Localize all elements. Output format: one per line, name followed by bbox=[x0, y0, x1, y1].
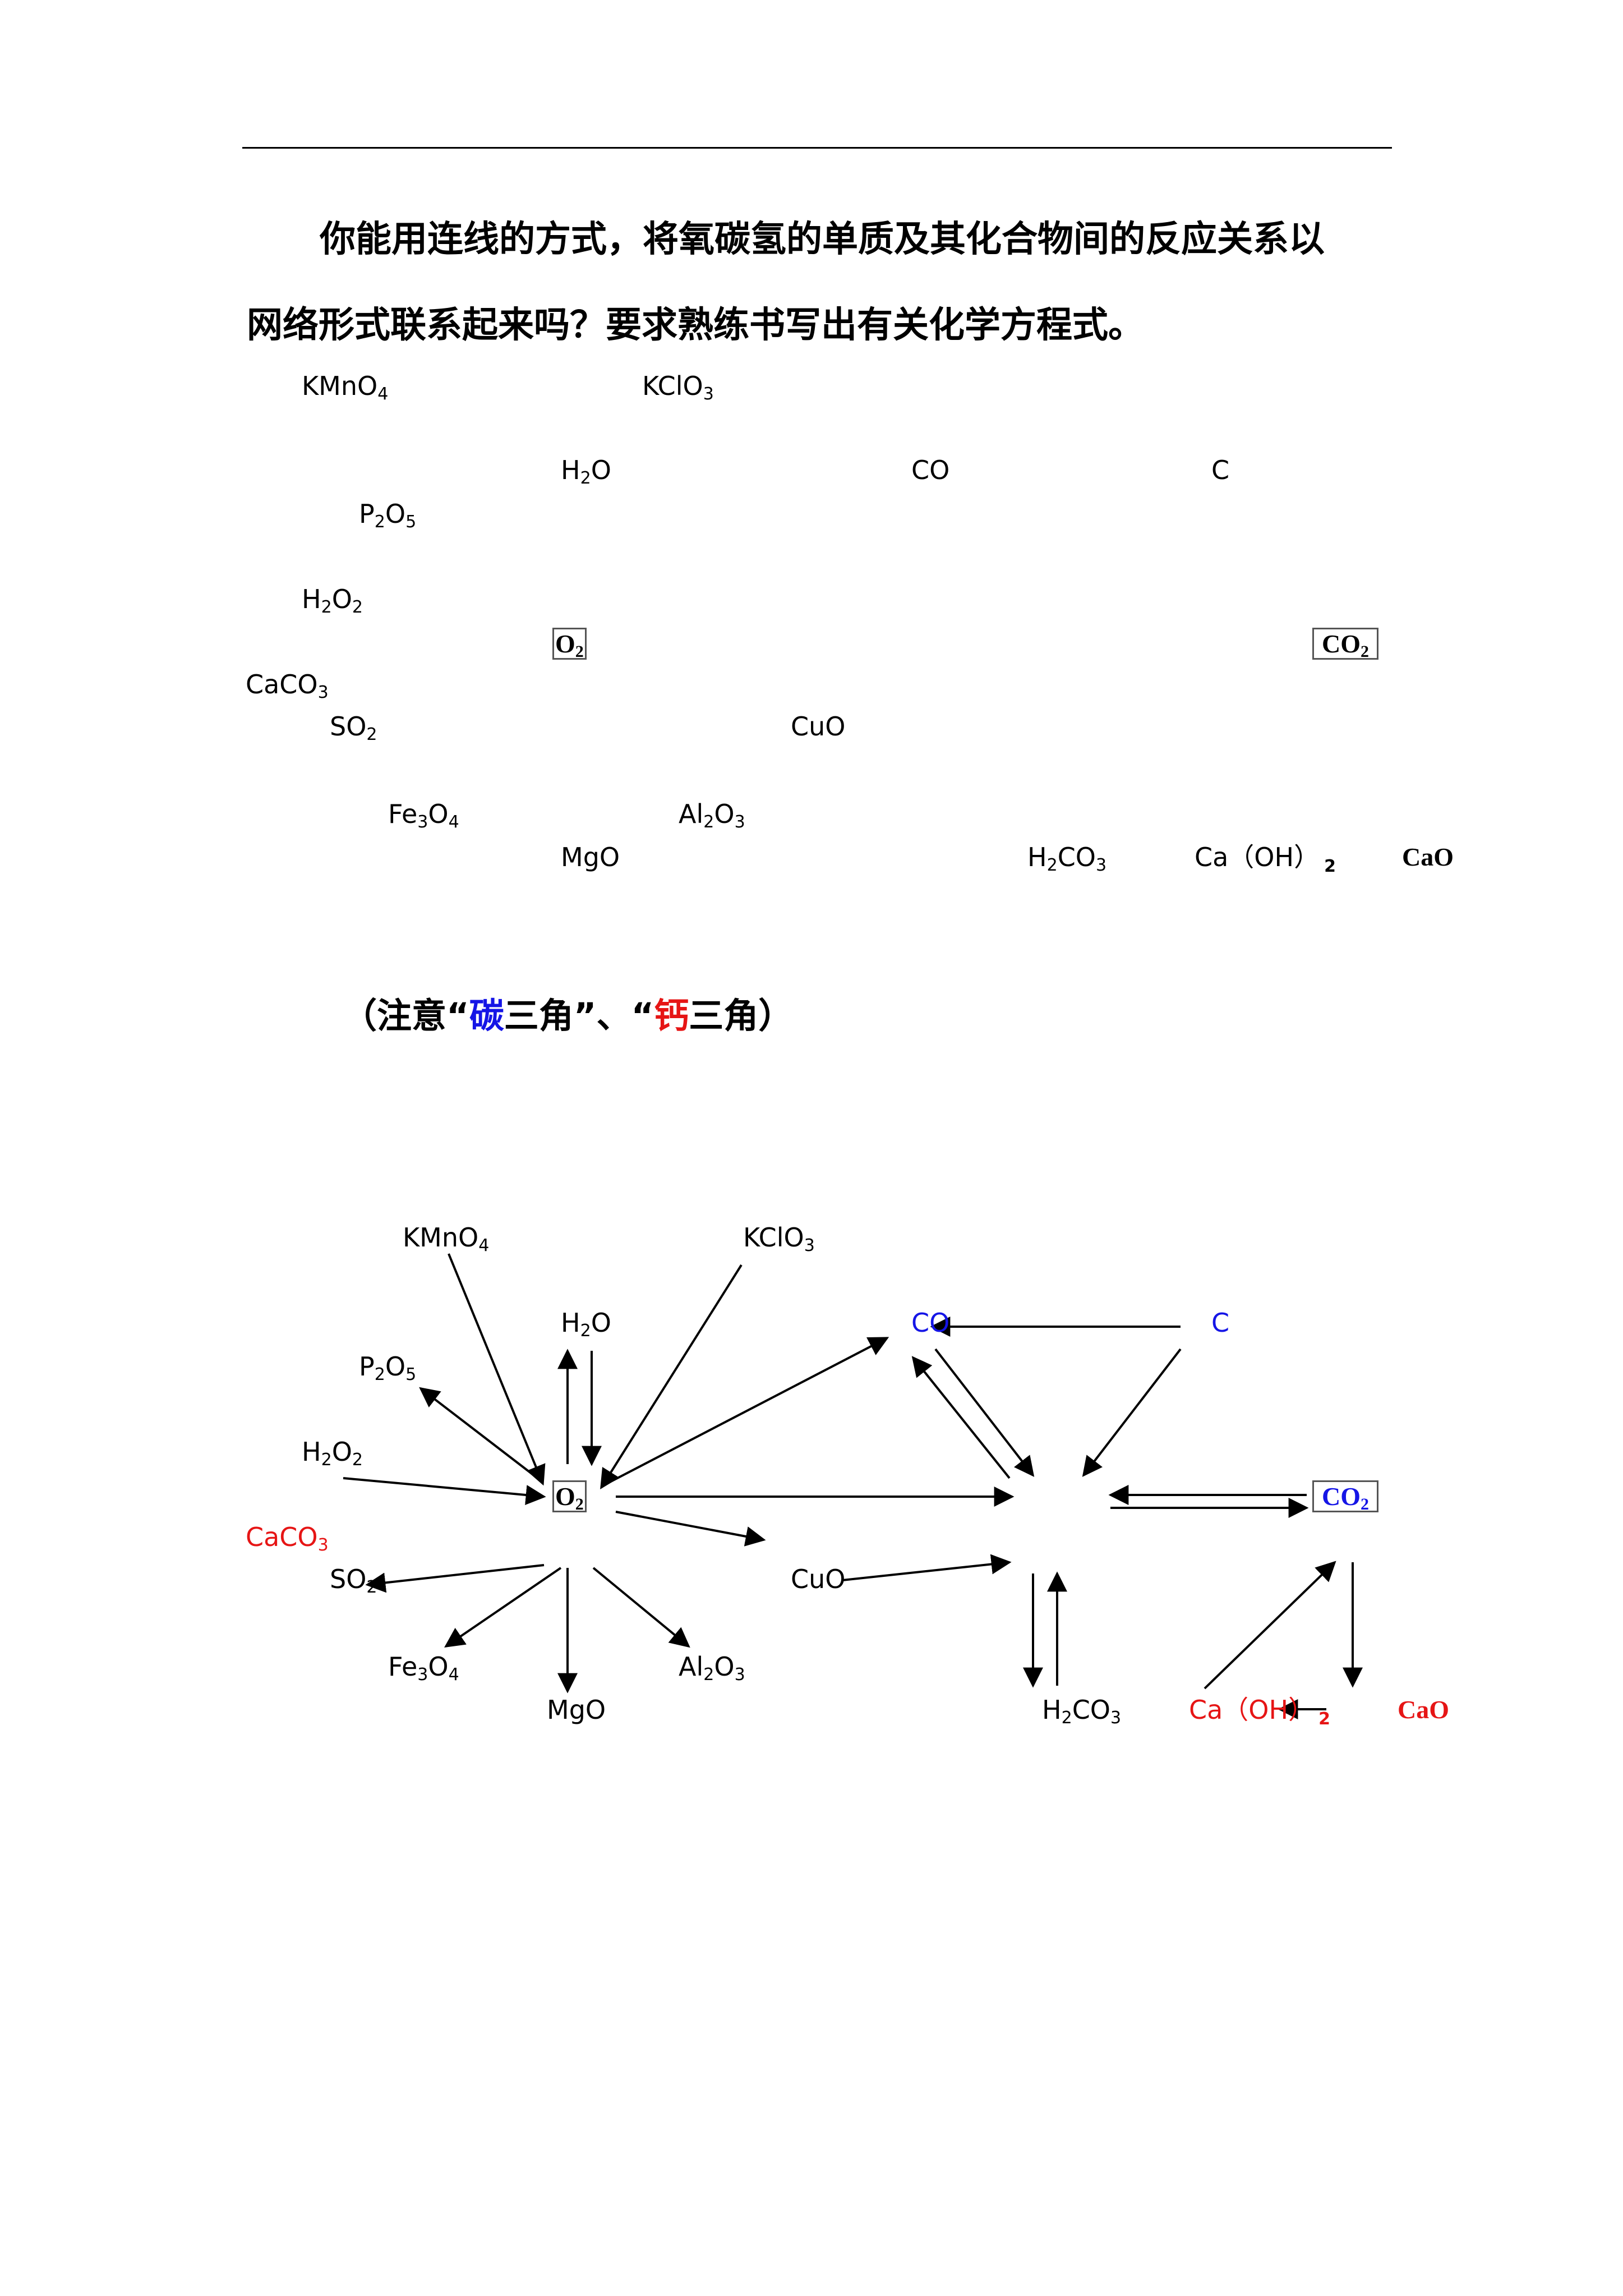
arrow-caoh2-co2 bbox=[1204, 1561, 1336, 1690]
top-cao: CaO bbox=[1402, 843, 1454, 871]
arrow-o2-cuo bbox=[615, 1511, 766, 1547]
arrow-o2-p2o5 bbox=[419, 1387, 542, 1482]
arrow-kmno4-o2 bbox=[448, 1253, 546, 1486]
node-o2: O2 bbox=[552, 1480, 587, 1513]
top-o2: O2 bbox=[552, 628, 587, 660]
node-fe3o4: Fe3O4 bbox=[388, 1651, 459, 1685]
arrow-kclo3-o2 bbox=[600, 1264, 743, 1490]
top-h2o: H2O bbox=[561, 455, 611, 488]
arrow-cuo-co2 bbox=[842, 1554, 1012, 1581]
node-c: C bbox=[1211, 1308, 1230, 1338]
top-h2co3: H2CO3 bbox=[1027, 842, 1107, 875]
top-caco3: CaCO3 bbox=[246, 669, 329, 702]
top-c: C bbox=[1211, 455, 1230, 485]
header-rule bbox=[242, 147, 1392, 149]
node-p2o5: P2O5 bbox=[359, 1351, 417, 1384]
question-line-1: 你能用连线的方式，将氧碳氢的单质及其化合物间的反应关系以 bbox=[320, 219, 1325, 260]
node-caco3: CaCO3 bbox=[246, 1522, 329, 1555]
node-h2co3: H2CO3 bbox=[1042, 1695, 1122, 1728]
triangle-note: （注意“碳三角”、“钙三角） bbox=[342, 995, 794, 1036]
node-cao: CaO bbox=[1398, 1695, 1449, 1724]
question-line-2: 网络形式联系起来吗？要求熟练书写出有关化学方程式。 bbox=[247, 305, 1144, 346]
top-p2o5: P2O5 bbox=[359, 499, 417, 532]
node-kmno4: KMnO4 bbox=[403, 1222, 490, 1255]
arrow-h2o2-o2 bbox=[343, 1477, 546, 1505]
top-co2: CO2 bbox=[1312, 628, 1378, 660]
node-h2o: H2O bbox=[561, 1308, 611, 1341]
node-co2: CO2 bbox=[1312, 1480, 1378, 1513]
arrow-c-co2 bbox=[1082, 1348, 1182, 1477]
arrow-o2-so2 bbox=[365, 1564, 545, 1593]
arrow-co-co2 bbox=[934, 1348, 1035, 1477]
arrow-o2-al2o3 bbox=[592, 1567, 690, 1648]
node-caoh2: Ca（OH）2 bbox=[1189, 1695, 1330, 1729]
top-mgo: MgO bbox=[561, 842, 620, 872]
top-cuo: CuO bbox=[791, 711, 846, 742]
top-al2o3: Al2O3 bbox=[679, 799, 745, 832]
node-mgo: MgO bbox=[547, 1695, 606, 1725]
node-cuo: CuO bbox=[791, 1564, 846, 1594]
top-caoh2: Ca（OH）2 bbox=[1195, 842, 1336, 876]
node-so2: SO2 bbox=[330, 1564, 377, 1597]
node-kclo3: KClO3 bbox=[743, 1222, 815, 1255]
top-h2o2: H2O2 bbox=[302, 584, 363, 617]
node-h2o2: H2O2 bbox=[302, 1437, 363, 1470]
top-co: CO bbox=[911, 455, 950, 485]
top-fe3o4: Fe3O4 bbox=[388, 799, 459, 832]
arrow-o2-co bbox=[601, 1337, 889, 1488]
top-kclo3: KClO3 bbox=[642, 371, 714, 404]
top-so2: SO2 bbox=[330, 711, 377, 744]
node-co: CO bbox=[911, 1308, 950, 1338]
node-al2o3: Al2O3 bbox=[679, 1651, 745, 1685]
top-kmno4: KMnO4 bbox=[302, 371, 389, 404]
arrow-co2-co bbox=[911, 1356, 1011, 1479]
arrow-o2-fe3o4 bbox=[444, 1567, 562, 1648]
